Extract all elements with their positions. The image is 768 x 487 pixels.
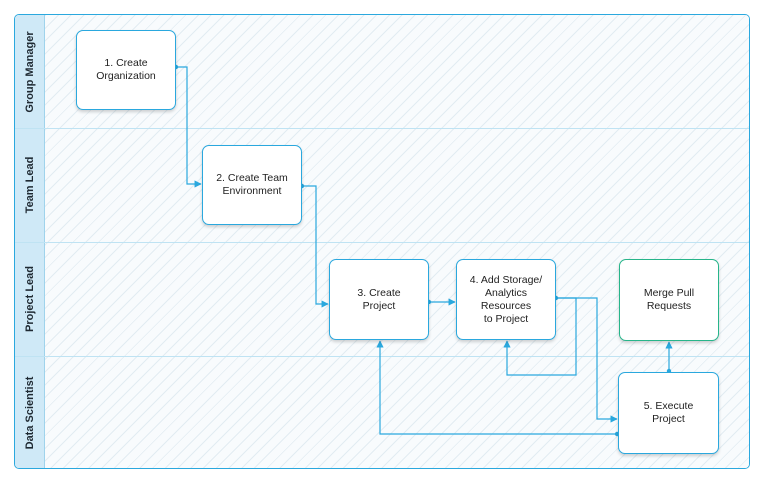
lane-divider	[15, 128, 749, 129]
step-create-team-environment[interactable]: 2. Create Team Environment	[202, 145, 302, 225]
lane-divider	[15, 242, 749, 243]
connector-team-env-to-project	[302, 185, 329, 308]
lane-header-team-lead: Team Lead	[15, 128, 45, 242]
connector-org-to-team-env	[176, 66, 202, 188]
lane-header-data-scientist: Data Scientist	[15, 356, 45, 468]
step-add-storage-analytics-resources[interactable]: 4. Add Storage/ Analytics Resources to P…	[456, 259, 556, 340]
lane-header-project-lead: Project Lead	[15, 242, 45, 356]
lane-header-group-manager: Group Manager	[15, 15, 45, 128]
connector-resources-to-execute	[556, 297, 618, 423]
step-execute-project[interactable]: 5. Execute Project	[618, 372, 719, 454]
lane-divider	[15, 356, 749, 357]
connector-execute-to-project	[376, 340, 617, 435]
step-create-project[interactable]: 3. Create Project	[329, 259, 429, 340]
step-create-organization[interactable]: 1. Create Organization	[76, 30, 176, 110]
step-merge-pull-requests[interactable]: Merge Pull Requests	[619, 259, 719, 341]
